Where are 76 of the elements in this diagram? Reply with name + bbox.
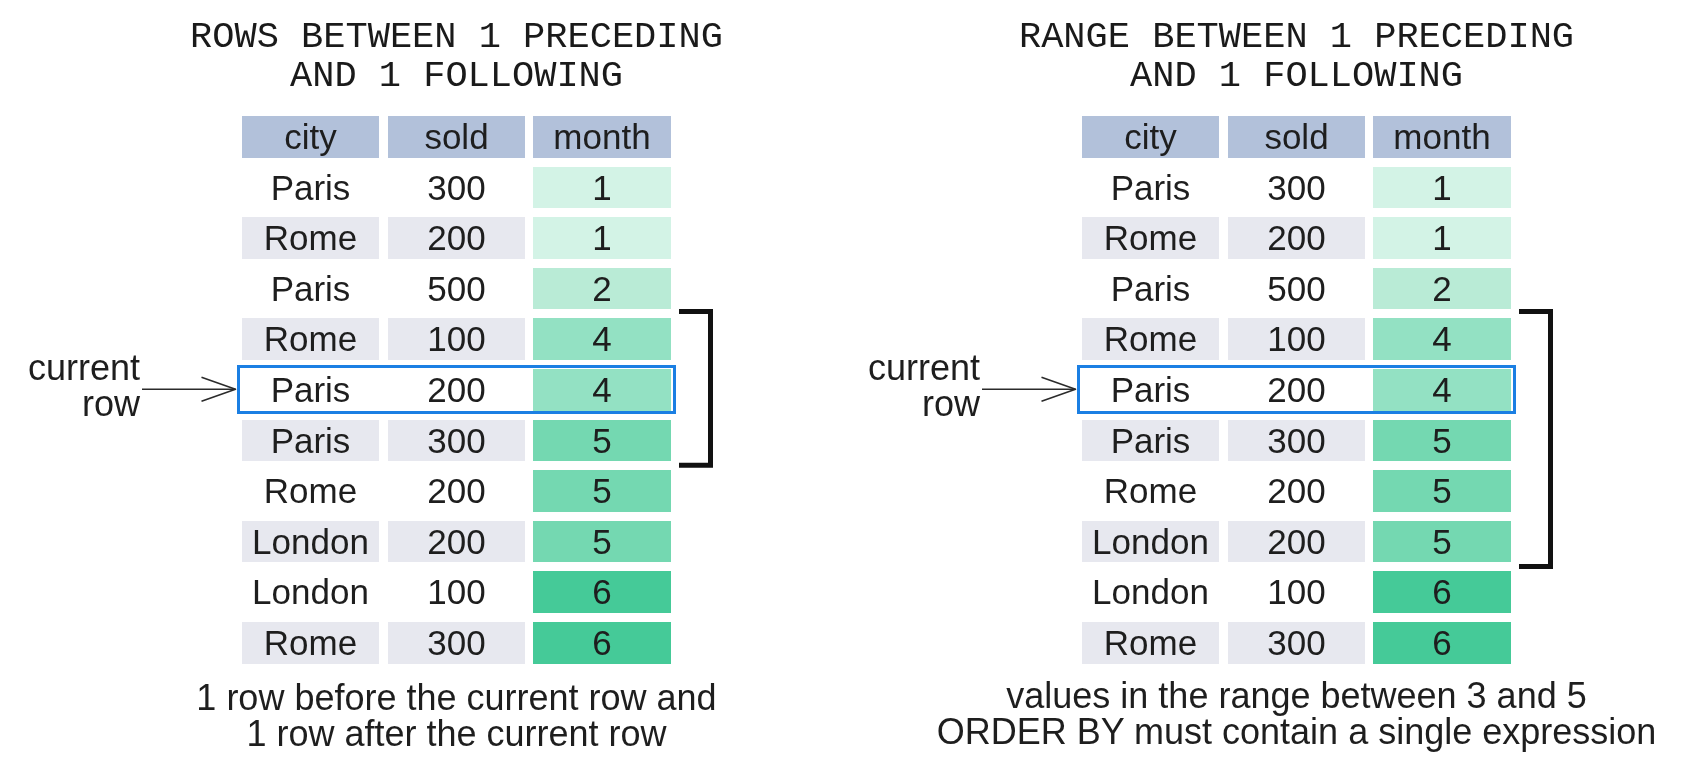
column-header: month	[1373, 116, 1511, 158]
row-highlight-frame	[237, 365, 676, 414]
table-cell: London	[1082, 520, 1219, 563]
caption-text: 1 row before the current row and 1 row after the current row	[195, 680, 718, 752]
table-cell: 5	[533, 520, 671, 563]
cell-value: Paris	[1109, 267, 1192, 310]
table-cell: 1	[533, 217, 671, 259]
cell-value: 500	[1266, 267, 1327, 310]
table-cell: 200	[1228, 520, 1365, 563]
table-cell: 2	[1373, 267, 1511, 310]
table-cell: 200	[388, 217, 525, 259]
table-cell: 6	[533, 571, 671, 613]
cell-value: 500	[426, 267, 487, 310]
table-cell: 300	[388, 622, 525, 664]
table-cell: Rome	[1082, 622, 1219, 664]
arrow	[141, 376, 237, 403]
cell-value: Rome	[262, 470, 359, 512]
cell-value: Rome	[1102, 470, 1199, 512]
column-header: month	[533, 116, 671, 158]
cell-value: Paris	[269, 267, 352, 310]
cell-value: 200	[426, 470, 487, 512]
table-cell: 5	[533, 470, 671, 512]
cell-value: 300	[426, 166, 487, 209]
table-cell: Paris	[242, 419, 379, 462]
table-cell: Rome	[242, 217, 379, 259]
table-cell: 6	[1373, 571, 1511, 613]
table-cell: 5	[1373, 419, 1511, 462]
table-cell: 5	[1373, 520, 1511, 563]
column-header: sold	[1228, 116, 1365, 158]
table-cell: 100	[1228, 318, 1365, 360]
table-cell: 5	[533, 419, 671, 462]
callout-label: current row	[27, 350, 140, 422]
table-cell: Rome	[242, 318, 379, 360]
panel-title: RANGE BETWEEN 1 PRECEDING AND 1 FOLLOWING	[1017, 18, 1576, 95]
arrow	[981, 376, 1077, 403]
table-cell: 200	[1228, 217, 1365, 259]
table-cell: 5	[1373, 470, 1511, 512]
callout-label: current row	[867, 350, 980, 422]
cell-value: Paris	[269, 166, 352, 209]
cell-value: 200	[1266, 369, 1327, 411]
table-cell: 1	[1373, 217, 1511, 259]
table-cell: 2	[533, 267, 671, 310]
table-cell: Paris	[1082, 419, 1219, 462]
cell-value: 100	[1266, 571, 1327, 613]
panel-title: ROWS BETWEEN 1 PRECEDING AND 1 FOLLOWING	[189, 18, 724, 95]
cell-value: 300	[1266, 166, 1327, 209]
row-highlight-frame	[1077, 365, 1516, 414]
table-cell: 200	[388, 520, 525, 563]
table-cell: 1	[533, 166, 671, 209]
cell-value: London	[251, 571, 370, 613]
column-header: city	[1082, 116, 1219, 158]
table-cell: 100	[388, 318, 525, 360]
table-cell: 300	[1228, 419, 1365, 462]
table-cell: Rome	[1082, 217, 1219, 259]
cell-value: Paris	[269, 369, 352, 411]
table-cell: 300	[1228, 622, 1365, 664]
table-cell: London	[242, 520, 379, 563]
table-cell: Rome	[242, 622, 379, 664]
table-cell: 4	[533, 369, 671, 411]
caption-text: values in the range between 3 and 5	[1005, 678, 1588, 714]
table-cell: Rome	[1082, 318, 1219, 360]
table-cell: 4	[533, 318, 671, 360]
column-header: city	[242, 116, 379, 158]
table-cell: 6	[533, 622, 671, 664]
cell-value: Paris	[1109, 166, 1192, 209]
cell-value: 200	[426, 369, 487, 411]
table-cell: 1	[1373, 166, 1511, 209]
cell-value: 100	[426, 571, 487, 613]
table-cell: 6	[1373, 622, 1511, 664]
column-header: sold	[388, 116, 525, 158]
cell-value: 200	[1266, 470, 1327, 512]
table-cell: 4	[1373, 369, 1511, 411]
table-cell: 300	[388, 419, 525, 462]
cell-value: Paris	[1109, 369, 1192, 411]
table-cell: 4	[1373, 318, 1511, 360]
cell-value: London	[1091, 571, 1210, 613]
